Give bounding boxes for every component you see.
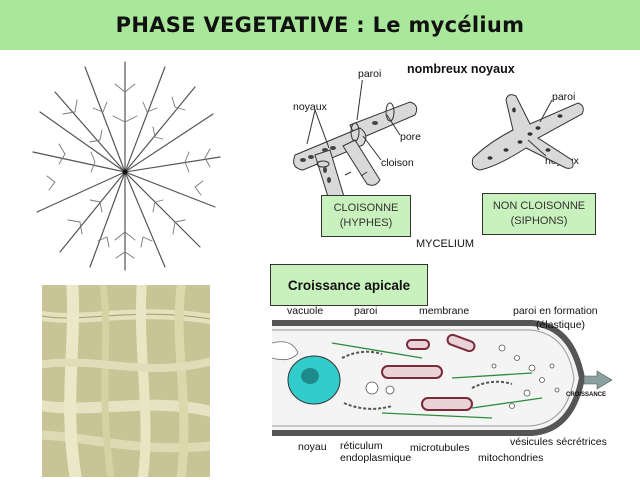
spore-icon [122, 169, 128, 175]
siphon-drawing [471, 94, 584, 171]
label-noyaux-left: noyaux [293, 101, 327, 113]
label-pore: pore [400, 131, 422, 143]
label-vesicules: vésicules sécrétrices [510, 436, 607, 448]
sem-photo [42, 285, 210, 477]
label-membrane: membrane [419, 305, 470, 317]
box-cloisonne: CLOISONNE (HYPHES) [321, 195, 411, 237]
label-elastique: (élastique) [536, 319, 586, 331]
label-vacuole: vacuole [287, 305, 324, 317]
label-mitochondries: mitochondries [478, 452, 544, 464]
growth-arrow-icon [583, 370, 613, 390]
label-endoplasmique: endoplasmique [340, 452, 412, 464]
box-cloisonne-line1: CLOISONNE [333, 202, 399, 214]
mycelium-drawing [32, 61, 221, 271]
septate-hyphae-drawing [293, 80, 418, 205]
growth-header: Croissance apicale [270, 264, 428, 306]
label-croissance: CROISSANCE [566, 392, 607, 398]
label-noyau: noyau [298, 441, 327, 453]
box-non-cloisonne: NON CLOISONNE (SIPHONS) [482, 193, 596, 235]
title-bar: PHASE VEGETATIVE : Le mycélium [0, 0, 640, 50]
label-cloison: cloison [381, 157, 414, 169]
box-non-cloisonne-line2: (SIPHONS) [510, 215, 568, 227]
label-paroi-growth: paroi [354, 305, 378, 317]
label-reticulum: réticulum [340, 440, 383, 452]
label-paroi-formation: paroi en formation [513, 305, 598, 317]
box-non-cloisonne-line1: NON CLOISONNE [492, 200, 586, 212]
page-title: PHASE VEGETATIVE : Le mycélium [115, 13, 525, 37]
hyphal-tip-drawing [272, 320, 613, 436]
mycelium-caption: MYCELIUM [416, 238, 475, 250]
label-paroi-right: paroi [552, 91, 576, 103]
box-cloisonne-line2: (HYPHES) [339, 217, 393, 229]
structures-header: nombreux noyaux [407, 62, 515, 76]
label-microtubules: microtubules [410, 442, 470, 454]
label-paroi-left: paroi [358, 68, 382, 80]
